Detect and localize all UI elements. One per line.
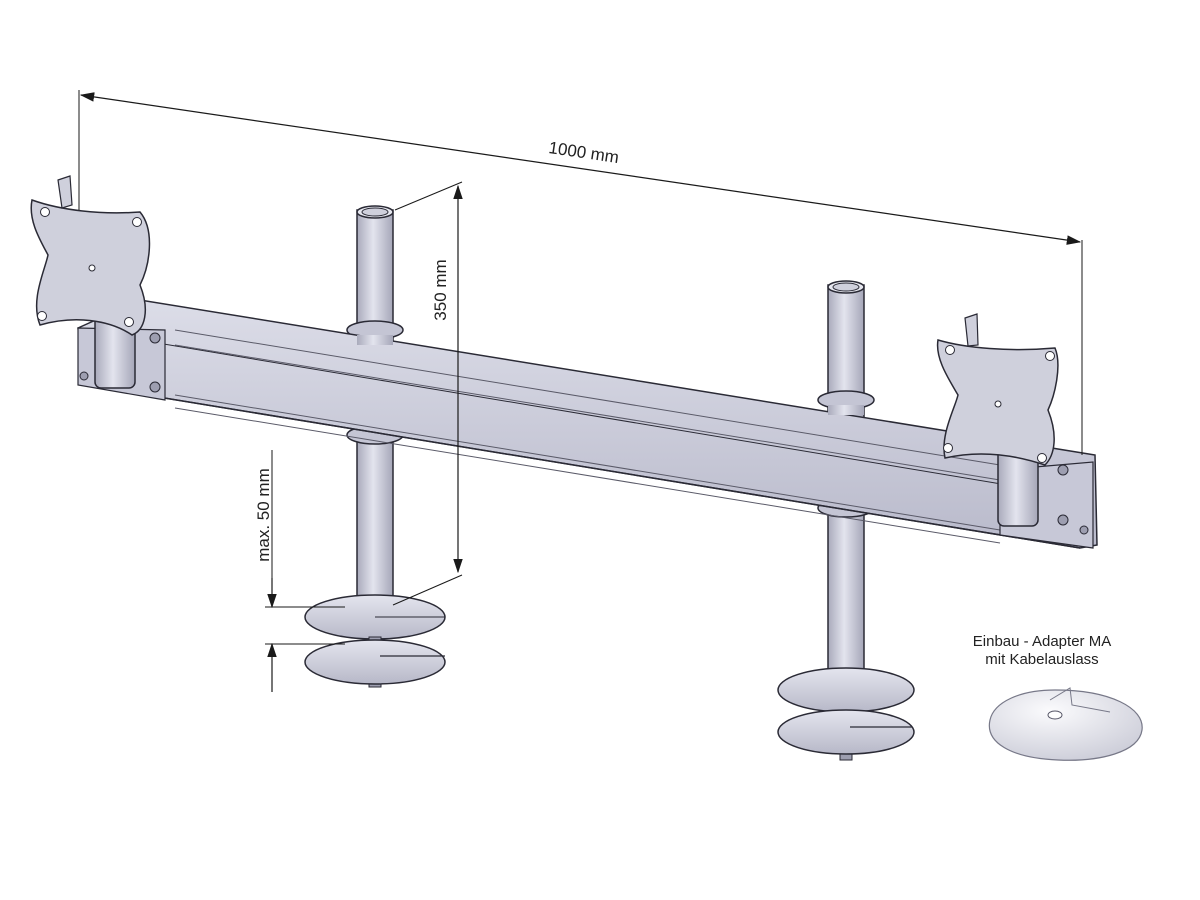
width-dimension-label: 1000 mm [547,138,620,167]
clamp-dimension-label: max. 50 mm [254,468,273,562]
adapter-caption-line2: mit Kabelauslass [985,651,1098,668]
adapter-disc [988,689,1143,761]
height-dimension: 350 mm [392,181,463,606]
horizontal-rail [77,299,1098,549]
adapter-detail: Einbau - Adapter MA mit Kabelauslass [973,633,1143,761]
right-vesa-plate [936,313,1059,527]
left-desk-clamp [304,594,446,688]
height-dimension-label: 350 mm [431,259,450,320]
adapter-caption-line1: Einbau - Adapter MA [973,633,1111,650]
clamp-dimension: max. 50 mm [254,450,345,692]
right-desk-clamp [777,667,915,761]
